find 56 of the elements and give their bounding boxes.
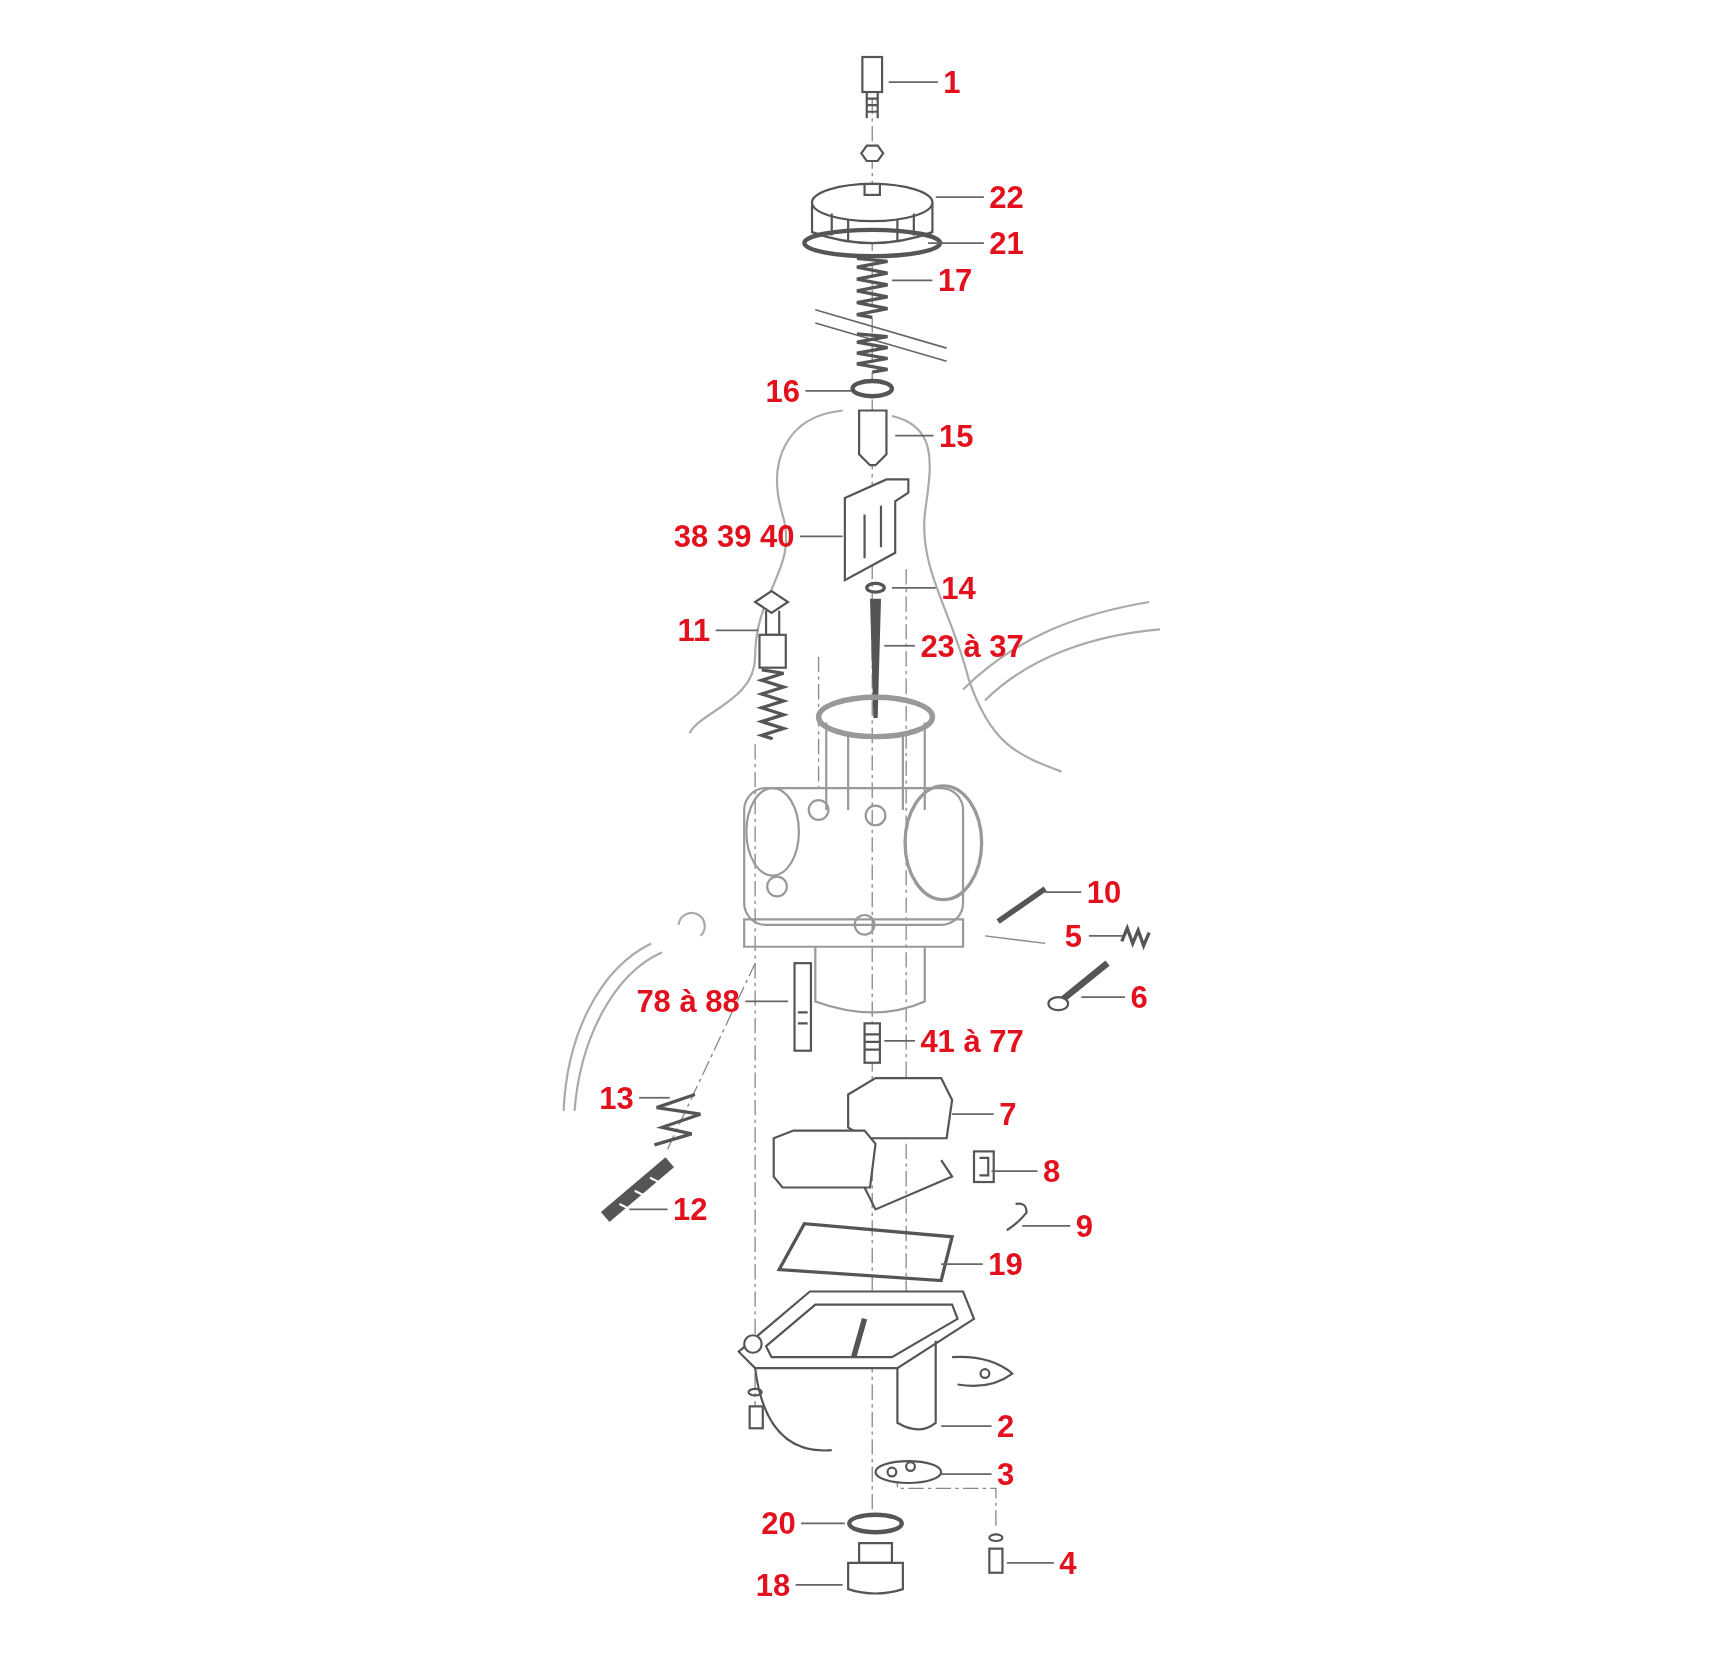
callout-number: 21 [989, 227, 1024, 259]
callout-number: 2 [997, 1410, 1015, 1442]
leader-line [794, 1583, 844, 1586]
callout-number: 6 [1130, 981, 1148, 1013]
leader-line [940, 1425, 993, 1427]
callout-number: 10 [1086, 876, 1122, 908]
leader-line [1080, 996, 1126, 998]
callout-number: 18 [755, 1569, 791, 1601]
leader-line [940, 1263, 984, 1265]
callout-number: 11 [677, 614, 711, 646]
callout-number: 41 à 77 [920, 1025, 1024, 1057]
leader-line [804, 389, 853, 392]
callout-number: 15 [939, 420, 974, 452]
leader-line [894, 434, 935, 437]
o-ring-drawing [802, 227, 943, 259]
callout-number: 1 [943, 66, 961, 98]
callout-number: 23 à 37 [920, 630, 1024, 662]
leader-line [1005, 1562, 1055, 1564]
leader-line [638, 1096, 671, 1099]
leader-line [883, 1040, 916, 1042]
leader-line [628, 1208, 669, 1211]
spring-drawing [1120, 923, 1151, 951]
leader-line [891, 279, 934, 282]
leader-line [744, 1000, 789, 1003]
callout-number: 38 39 40 [673, 520, 795, 552]
callout-number: 14 [941, 572, 976, 604]
callout-number: 4 [1059, 1547, 1077, 1579]
leader-line [934, 196, 985, 198]
leader-line [800, 1522, 846, 1525]
clip-drawing [1006, 1202, 1028, 1232]
leader-line [927, 242, 985, 244]
leader-line [883, 644, 916, 647]
callout-number: 3 [997, 1458, 1015, 1490]
leader-line [990, 1170, 1039, 1172]
callout-number: 5 [1064, 920, 1083, 952]
callout-number: 78 à 88 [636, 985, 740, 1017]
callout-number: 22 [989, 181, 1024, 213]
callout-number: 16 [765, 375, 800, 407]
leader-line [887, 81, 939, 84]
leader-line [1044, 891, 1083, 893]
leader-line [714, 629, 760, 632]
leader-line [891, 586, 937, 589]
callout-number: 19 [988, 1248, 1023, 1280]
callout-number: 20 [761, 1507, 796, 1539]
callout-number: 8 [1042, 1155, 1061, 1187]
leader-line [1021, 1224, 1072, 1227]
leader-line [940, 1473, 993, 1476]
callout-number: 13 [599, 1082, 634, 1114]
callout-number: 17 [937, 264, 973, 296]
leader-line [799, 535, 844, 538]
valve-drawing [972, 1150, 995, 1184]
callout-number: 12 [673, 1193, 708, 1225]
leader-line [1088, 934, 1124, 937]
callout-number: 7 [999, 1098, 1017, 1130]
leader-line [951, 1113, 995, 1116]
callout-number: 9 [1075, 1210, 1094, 1242]
